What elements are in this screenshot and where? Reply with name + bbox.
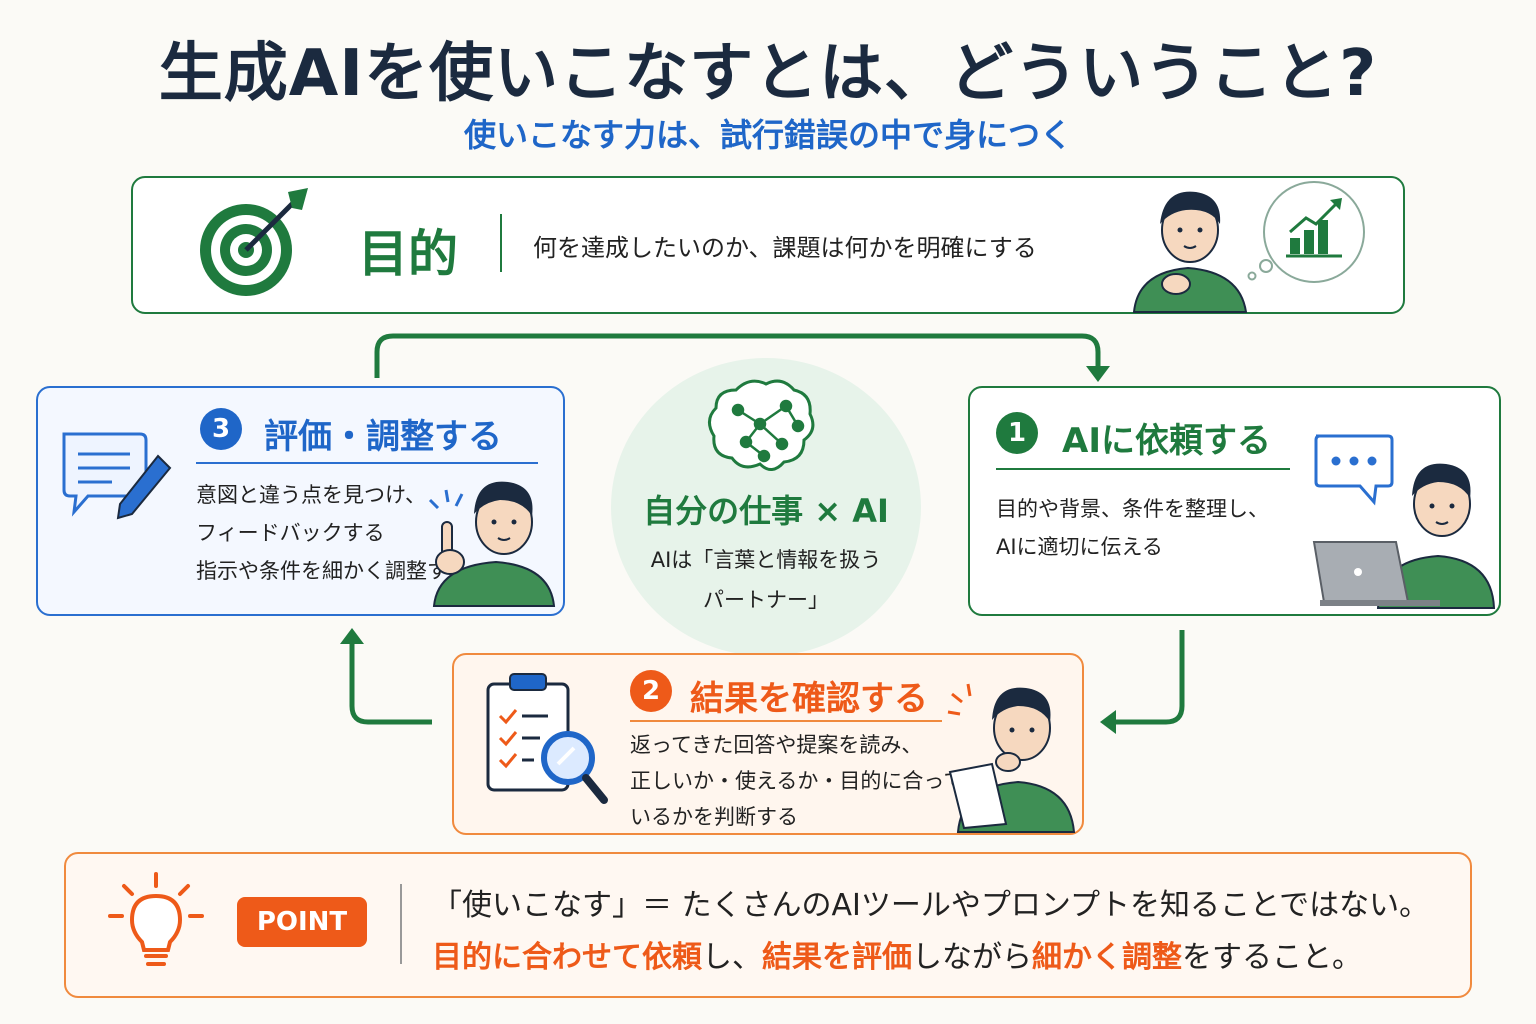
target-icon xyxy=(200,188,308,296)
step-3-line-2: フィードバックする xyxy=(196,521,385,545)
step-3-line-1: 意図と違う点を見つけ、 xyxy=(196,483,426,507)
point-divider xyxy=(400,884,402,964)
step-2-line-1: 返ってきた回答や提案を読み、 xyxy=(630,733,923,757)
pointing-person-icon xyxy=(428,481,556,607)
step-2-underline xyxy=(630,720,942,722)
point-line-2: 目的に合わせて依頼し、結果を評価しながら細かく調整をすること。 xyxy=(432,932,1362,976)
center-line-2: パートナー」 xyxy=(703,588,829,612)
chat-dots-icon xyxy=(1314,434,1394,506)
center-title: 自分の仕事 × AI xyxy=(643,492,889,530)
step-2-body: 返ってきた回答や提案を読み、 正しいか・使えるか・目的に合って いるかを判断する xyxy=(630,727,964,835)
step-1-line-2: AIに適切に伝える xyxy=(996,535,1163,559)
point-text-3: をすること。 xyxy=(1182,940,1362,975)
step-1-body: 目的や背景、条件を整理し、 AIに適切に伝える xyxy=(996,490,1269,566)
center-line-1: AIは「言葉と情報を扱う xyxy=(650,548,882,572)
purpose-description: 何を達成したいのか、課題は何かを明確にする xyxy=(533,234,1037,262)
center-description: AIは「言葉と情報を扱う パートナー」 xyxy=(611,540,921,620)
purpose-divider xyxy=(500,214,502,272)
step-2-line-2: 正しいか・使えるか・目的に合って xyxy=(630,769,965,793)
lightbulb-icon xyxy=(108,872,204,966)
point-highlight-evaluate: 結果を評価 xyxy=(762,940,912,975)
step-3-line-3: 指示や条件を細かく調整する xyxy=(196,559,469,583)
point-text-1: し、 xyxy=(702,940,762,975)
brain-network-icon xyxy=(708,379,815,471)
laptop-person-icon xyxy=(1312,463,1496,609)
thinking-person-icon xyxy=(1132,191,1248,313)
step-2-line-3: いるかを判断する xyxy=(630,805,798,829)
step-2-title: 結果を確認する xyxy=(690,679,928,719)
point-line-1: 「使いこなす」＝ たくさんのAIツールやプロンプトを知ることではない。 xyxy=(432,888,1430,923)
step-1-line-1: 目的や背景、条件を整理し、 xyxy=(996,497,1269,521)
page-subtitle: 使いこなす力は、試行錯誤の中で身につく xyxy=(463,116,1072,154)
point-highlight-request: 目的に合わせて依頼 xyxy=(432,940,702,975)
magnifier-icon xyxy=(541,731,608,804)
step-1-title: AIに依頼する xyxy=(1062,421,1271,461)
reading-person-icon xyxy=(947,683,1076,833)
step-2-badge: 2 xyxy=(630,670,672,712)
chat-pencil-icon xyxy=(62,432,172,520)
point-badge: POINT xyxy=(237,897,367,947)
purpose-label: 目的 xyxy=(358,225,458,283)
point-highlight-adjust: 細かく調整 xyxy=(1032,940,1182,975)
step-1-underline xyxy=(996,468,1290,470)
rising-chart-icon xyxy=(1247,181,1365,283)
step-3-badge: 3 xyxy=(200,408,242,450)
page-title: 生成AIを使いこなすとは、どういうこと? xyxy=(158,37,1378,111)
point-text-2: しながら xyxy=(912,940,1032,975)
step-3-body: 意図と違う点を見つけ、 フィードバックする 指示や条件を細かく調整する xyxy=(196,476,469,590)
step-3-title: 評価・調整する xyxy=(264,417,502,457)
step-3-underline xyxy=(196,462,538,464)
step-1-badge: 1 xyxy=(996,412,1038,454)
